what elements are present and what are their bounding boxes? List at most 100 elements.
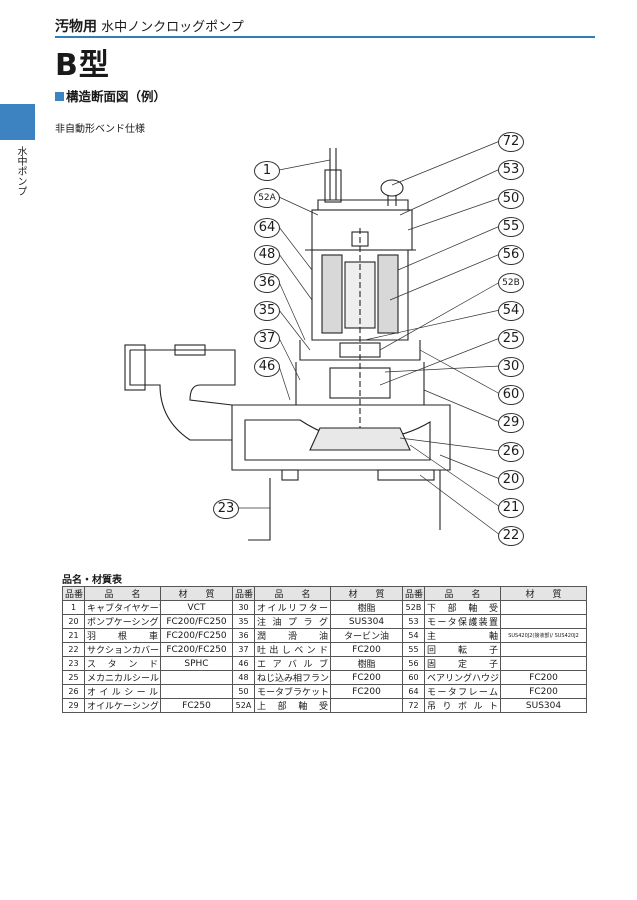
part-no: 29 xyxy=(62,698,85,713)
part-material xyxy=(500,614,587,629)
section-heading: 構造断面図（例） xyxy=(55,86,166,105)
part-name: 吊りボルト xyxy=(424,698,501,713)
callout-right: 60 xyxy=(498,385,524,405)
callout-right: 53 xyxy=(498,160,524,180)
callout-left: 23 xyxy=(213,499,239,519)
part-material: VCT xyxy=(160,600,233,615)
callout-right: 26 xyxy=(498,442,524,462)
part-name: ベアリングハウジング xyxy=(424,670,501,685)
part-no: 36 xyxy=(232,628,255,643)
part-material: SPHC xyxy=(160,656,233,671)
part-no: 53 xyxy=(402,614,425,629)
part-material: FC200 xyxy=(500,684,587,699)
callout-right: 56 xyxy=(498,245,524,265)
sidebar-label: 水中ポンプ xyxy=(15,146,26,196)
part-name: スタンド xyxy=(84,656,161,671)
part-name: 吐出しベンド xyxy=(254,642,331,657)
part-material: FC250 xyxy=(160,698,233,713)
callout-right: 21 xyxy=(498,498,524,518)
callout-left: 37 xyxy=(254,329,280,349)
part-no: 25 xyxy=(62,670,85,685)
callout-right: 72 xyxy=(498,132,524,152)
part-material: FC200 xyxy=(330,670,403,685)
part-material xyxy=(500,656,587,671)
part-material xyxy=(500,642,587,657)
table-row: 29 オイルケーシング FC250 52A 上部軸受 72 吊りボルト SUS3… xyxy=(62,698,587,713)
parts-table: 品番 品 名 材 質 品番 品 名 材 質 品番 品 名 材 質 1 キャブタイ… xyxy=(62,586,587,713)
callout-right: 30 xyxy=(498,357,524,377)
part-no: 20 xyxy=(62,614,85,629)
callout-left: 52A xyxy=(254,188,280,208)
part-material: 樹脂 xyxy=(330,600,403,615)
part-material: SUS304 xyxy=(330,614,403,629)
part-no: 64 xyxy=(402,684,425,699)
callout-left: 48 xyxy=(254,245,280,265)
part-name: 注油プラグ xyxy=(254,614,331,629)
table-header-row: 品番 品 名 材 質 品番 品 名 材 質 品番 品 名 材 質 xyxy=(62,586,587,601)
callout-right: 55 xyxy=(498,217,524,237)
callout-left: 36 xyxy=(254,273,280,293)
part-no: 72 xyxy=(402,698,425,713)
parts-table-title: 品名・材質表 xyxy=(62,575,122,586)
part-material xyxy=(500,600,587,615)
part-name: 上部軸受 xyxy=(254,698,331,713)
callout-right: 29 xyxy=(498,413,524,433)
part-name: オイルリフター xyxy=(254,600,331,615)
table-row: 20 ポンプケーシング FC200/FC250 35 注油プラグ SUS304 … xyxy=(62,614,587,629)
part-name: サクションカバー xyxy=(84,642,161,657)
pump-cross-section-drawing xyxy=(124,140,501,541)
callout-left: 46 xyxy=(254,357,280,377)
part-name: キャブタイヤケーブル xyxy=(84,600,161,615)
callout-right: 25 xyxy=(498,329,524,349)
square-bullet-icon xyxy=(55,92,64,101)
header-no: 品番 xyxy=(62,586,85,601)
category-label: 汚物用 xyxy=(55,19,97,35)
part-name: 羽根車 xyxy=(84,628,161,643)
part-no: 26 xyxy=(62,684,85,699)
part-name: 固定子 xyxy=(424,656,501,671)
callout-left: 64 xyxy=(254,218,280,238)
header-name: 品 名 xyxy=(84,586,161,601)
part-no: 50 xyxy=(232,684,255,699)
part-material: SUS420J2(接液部)/ SUS420J2 xyxy=(500,628,587,643)
callout-right: 54 xyxy=(498,301,524,321)
part-material xyxy=(330,698,403,713)
part-material xyxy=(160,684,233,699)
callout-right: 52B xyxy=(498,273,524,293)
part-no: 35 xyxy=(232,614,255,629)
part-no: 46 xyxy=(232,656,255,671)
table-row: 25 メカニカルシール 48 ねじ込み相フランジ FC200 60 ベアリングハ… xyxy=(62,670,587,685)
part-material: タービン油 xyxy=(330,628,403,643)
part-no: 23 xyxy=(62,656,85,671)
table-row: 22 サクションカバー FC200/FC250 37 吐出しベンド FC200 … xyxy=(62,642,587,657)
part-no: 60 xyxy=(402,670,425,685)
part-material: FC200 xyxy=(500,670,587,685)
part-no: 52A xyxy=(232,698,255,713)
section-heading-text: 構造断面図（例） xyxy=(66,89,167,104)
table-row: 21 羽根車 FC200/FC250 36 潤滑油 タービン油 54 主軸 SU… xyxy=(62,628,587,643)
part-name: 回転子 xyxy=(424,642,501,657)
header-material: 材 質 xyxy=(500,586,587,601)
callout-right: 50 xyxy=(498,189,524,209)
part-name: モータフレーム xyxy=(424,684,501,699)
callout-left: 1 xyxy=(254,161,280,181)
drawing-caption: 非自動形ベンド仕様 xyxy=(55,124,145,135)
part-name: エアバルブ xyxy=(254,656,331,671)
subcategory-label: 水中ノンクロッグポンプ xyxy=(101,20,244,35)
part-name: ポンプケーシング xyxy=(84,614,161,629)
part-material: FC200/FC250 xyxy=(160,628,233,643)
part-name: 主軸 xyxy=(424,628,501,643)
part-name: モータブラケット xyxy=(254,684,331,699)
callout-right: 20 xyxy=(498,470,524,490)
table-row: 26 オイルシール 50 モータブラケット FC200 64 モータフレーム F… xyxy=(62,684,587,699)
callout-right: 22 xyxy=(498,526,524,546)
callout-left: 35 xyxy=(254,301,280,321)
part-material: FC200 xyxy=(330,642,403,657)
header-no: 品番 xyxy=(232,586,255,601)
part-material: FC200/FC250 xyxy=(160,614,233,629)
part-material: SUS304 xyxy=(500,698,587,713)
part-name: オイルケーシング xyxy=(84,698,161,713)
part-material: FC200/FC250 xyxy=(160,642,233,657)
table-row: 1 キャブタイヤケーブル VCT 30 オイルリフター 樹脂 52B 下部軸受 xyxy=(62,600,587,615)
part-name: 潤滑油 xyxy=(254,628,331,643)
